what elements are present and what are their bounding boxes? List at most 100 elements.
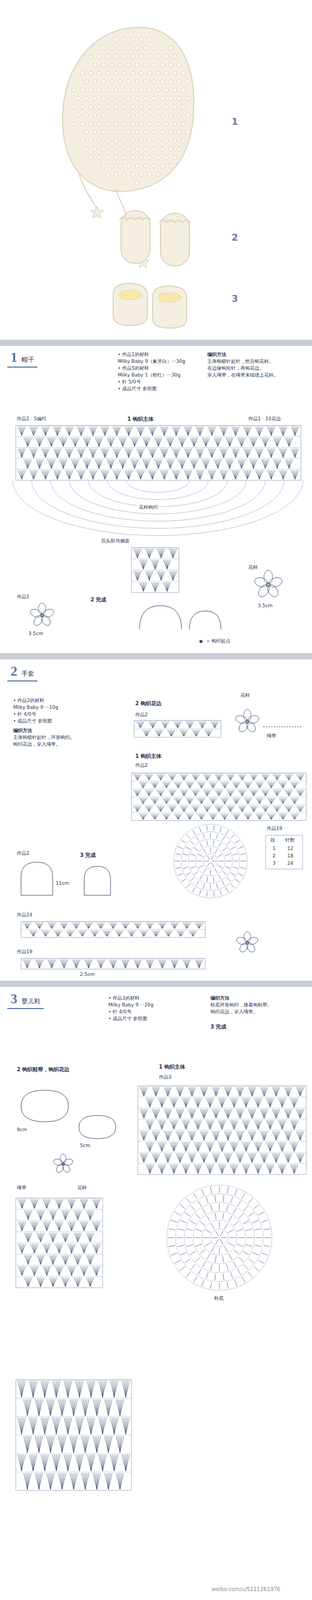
stitch-symbol xyxy=(218,804,221,811)
stitch-symbol xyxy=(255,448,260,458)
stitch-symbol xyxy=(160,773,165,780)
stitch-symbol xyxy=(294,797,297,803)
bonnet-texture xyxy=(105,138,110,143)
stitch-symbol xyxy=(262,789,266,795)
stitch-symbol xyxy=(151,797,155,803)
stitch-symbol xyxy=(174,1096,178,1106)
stitch-symbol xyxy=(174,469,177,479)
stitch-symbol xyxy=(151,581,156,591)
stitch-symbol xyxy=(82,929,85,936)
stitch-symbol xyxy=(192,789,196,795)
stitch-symbol xyxy=(260,1085,265,1095)
bonnet-texture xyxy=(131,54,136,59)
bonnet-texture xyxy=(139,138,144,143)
stitch-symbol xyxy=(238,1085,241,1095)
row-line xyxy=(137,1162,307,1163)
stitch-symbol xyxy=(211,861,215,867)
stitch-symbol xyxy=(263,773,266,780)
stitch-symbol xyxy=(236,1108,240,1117)
stitch-symbol xyxy=(186,720,190,728)
stitch-symbol xyxy=(294,1096,297,1106)
mitten-frill xyxy=(158,219,191,223)
stitch-symbol xyxy=(212,1108,217,1117)
stitch-symbol xyxy=(194,458,198,468)
stitch-symbol xyxy=(217,437,222,447)
stitch-symbol xyxy=(192,1085,196,1095)
stitch-symbol xyxy=(207,804,211,811)
stitch-symbol xyxy=(218,860,225,861)
stitch-symbol xyxy=(277,789,280,795)
stitch-symbol xyxy=(24,458,28,468)
stitch-symbol xyxy=(255,797,260,803)
stitch-symbol xyxy=(84,958,89,968)
stitch-symbol xyxy=(241,437,244,447)
stitch-symbol xyxy=(196,880,199,885)
stitch-symbol xyxy=(253,804,256,811)
stitch-symbol xyxy=(210,797,214,803)
stitch-symbol xyxy=(171,729,176,736)
stitch-symbol xyxy=(249,458,254,468)
stitch-symbol xyxy=(146,1096,150,1106)
stitch-symbol xyxy=(45,448,48,458)
stitch-symbol xyxy=(264,1108,267,1117)
stitch-symbol xyxy=(37,958,40,968)
stitch-symbol xyxy=(193,789,196,795)
stitch-symbol xyxy=(229,458,234,468)
stitch-symbol xyxy=(138,469,142,479)
stitch-symbol xyxy=(135,570,138,580)
stitch-symbol xyxy=(178,781,183,788)
stitch-symbol xyxy=(164,469,167,479)
stitch-symbol xyxy=(287,458,290,468)
stitch-symbol xyxy=(263,804,266,811)
stitch-symbol xyxy=(95,437,99,447)
stitch-symbol xyxy=(283,448,287,458)
stitch-symbol xyxy=(167,1085,170,1095)
stitch-symbol xyxy=(196,729,200,736)
bonnet-texture xyxy=(97,155,102,160)
stitch-symbol xyxy=(214,1085,217,1095)
stitch-symbol xyxy=(247,781,250,788)
stitch-symbol xyxy=(164,1108,168,1117)
stitch-symbol xyxy=(135,789,138,795)
stitch-symbol xyxy=(116,426,119,436)
shaping-arc xyxy=(69,479,247,514)
motif-center xyxy=(40,612,45,617)
bonnet-texture xyxy=(101,45,106,50)
stitch-symbol xyxy=(156,804,161,811)
stitch-symbol xyxy=(142,1085,145,1095)
bonnet-texture xyxy=(139,172,144,177)
stitch-symbol xyxy=(60,958,65,968)
stitch-symbol xyxy=(103,448,106,458)
bonnet-texture xyxy=(173,54,178,59)
stitch-symbol xyxy=(51,921,54,928)
stitch-symbol xyxy=(269,1096,273,1106)
stitch-symbol xyxy=(229,437,234,447)
stitch-symbol xyxy=(94,929,99,936)
stitch-symbol xyxy=(162,797,167,803)
stitch-symbol xyxy=(188,1085,193,1095)
stitch-symbol xyxy=(137,773,142,780)
stitch-symbol xyxy=(154,781,159,788)
stitch-symbol xyxy=(253,458,256,468)
stitch-symbol xyxy=(166,1085,169,1095)
stitch-symbol xyxy=(131,929,136,936)
stitch-symbol xyxy=(183,921,187,928)
stitch-symbol xyxy=(300,1085,303,1095)
bonnet-texture xyxy=(185,113,190,118)
stitch-symbol xyxy=(141,797,144,803)
stitch-symbol xyxy=(160,570,164,580)
stitch-symbol xyxy=(214,1108,217,1117)
petal-outline xyxy=(264,569,274,584)
stitch-symbol xyxy=(142,929,145,936)
stitch-symbol xyxy=(265,804,268,811)
bonnet-texture xyxy=(93,129,98,135)
stitch-symbol xyxy=(29,469,34,479)
stitch-symbol xyxy=(206,729,209,736)
stitch-symbol xyxy=(185,1096,188,1106)
stitch-symbol xyxy=(220,781,225,788)
stitch-symbol xyxy=(269,448,272,458)
stitch-symbol xyxy=(232,1096,235,1106)
stitch-symbol xyxy=(63,458,67,468)
stitch-symbol xyxy=(265,789,270,795)
stitch-symbol xyxy=(273,437,278,447)
